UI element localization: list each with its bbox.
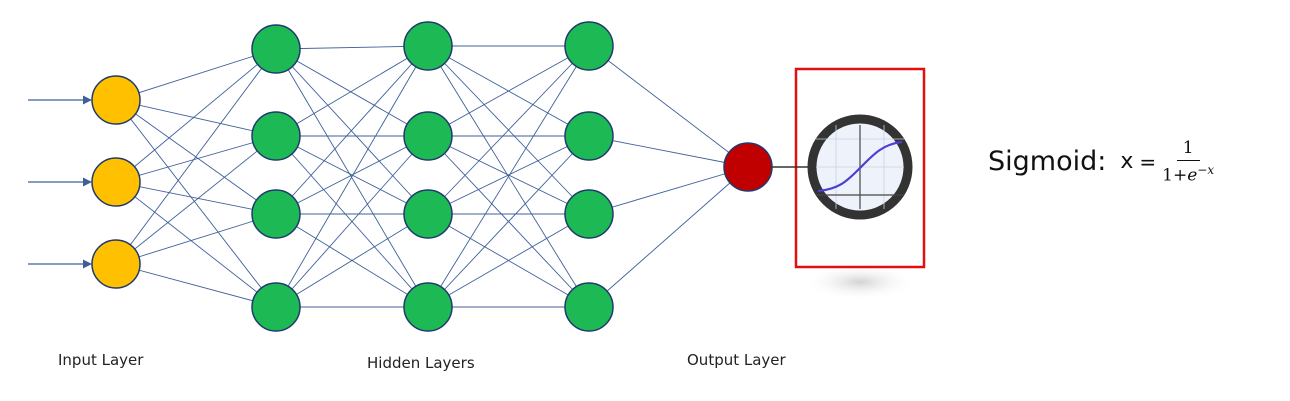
hidden-neuron	[403, 111, 453, 161]
connection-line	[427, 45, 590, 137]
connection-line	[115, 99, 277, 308]
formula-denominator: 1+e−x	[1162, 161, 1214, 186]
hidden-neuron	[403, 282, 453, 332]
connection-line	[427, 135, 590, 308]
connection-line	[115, 213, 277, 265]
input-neuron	[91, 75, 141, 125]
connection-line	[275, 45, 429, 50]
denominator-exponent: −x	[1197, 163, 1215, 177]
connection-line	[115, 99, 277, 137]
hidden-neuron	[251, 111, 301, 161]
hidden-neuron	[251, 282, 301, 332]
sigmoid-formula: Sigmoid: x = 1 1+e−x	[988, 138, 1214, 186]
hidden-neuron	[564, 111, 614, 161]
connection-line	[275, 213, 429, 308]
connection-line	[275, 45, 429, 137]
connection-line	[275, 45, 429, 308]
formula-numerator: 1	[1176, 138, 1200, 161]
input-arrows	[28, 95, 92, 269]
formula-variable: x	[1120, 149, 1134, 175]
connection-line	[115, 48, 277, 265]
hidden-layers-label: Hidden Layers	[367, 354, 475, 372]
output-layer-label: Output Layer	[687, 351, 786, 369]
activation-box	[770, 67, 926, 300]
connection-line	[427, 45, 590, 308]
hidden-neuron	[564, 282, 614, 332]
connection-line	[275, 135, 429, 215]
hidden-neuron	[564, 21, 614, 71]
connection-line	[588, 45, 749, 168]
connection-line	[427, 135, 590, 215]
hidden-neuron	[251, 189, 301, 239]
connection-line	[115, 48, 277, 101]
connection-line	[275, 48, 429, 308]
sigmoid-label: Sigmoid:	[988, 146, 1107, 178]
connections	[115, 45, 749, 308]
connection-line	[427, 45, 590, 215]
connection-line	[115, 48, 277, 183]
connection-line	[115, 263, 277, 308]
connection-line	[115, 135, 277, 265]
connection-line	[115, 181, 277, 308]
formula-equals: =	[1139, 149, 1157, 174]
connection-line	[275, 135, 429, 308]
formula-fraction: 1 1+e−x	[1162, 138, 1214, 186]
hidden-neuron	[403, 21, 453, 71]
connection-line	[588, 135, 749, 168]
connection-line	[115, 135, 277, 183]
connection-line	[588, 166, 749, 308]
connection-line	[427, 213, 590, 308]
connection-line	[275, 48, 429, 137]
connection-line	[588, 166, 749, 215]
input-neuron	[91, 157, 141, 207]
connection-line	[275, 48, 429, 215]
input-layer-label: Input Layer	[58, 351, 144, 369]
connection-line	[115, 181, 277, 215]
hidden-neuron	[251, 24, 301, 74]
hidden-neuron	[564, 189, 614, 239]
neurons	[91, 21, 773, 332]
input-neuron	[91, 239, 141, 289]
denominator-e: e	[1187, 165, 1198, 186]
output-neuron	[723, 142, 773, 192]
connection-line	[275, 45, 429, 215]
hidden-neuron	[403, 189, 453, 239]
denominator-base: 1+	[1162, 165, 1188, 186]
sigmoid-curve-icon	[807, 114, 913, 220]
